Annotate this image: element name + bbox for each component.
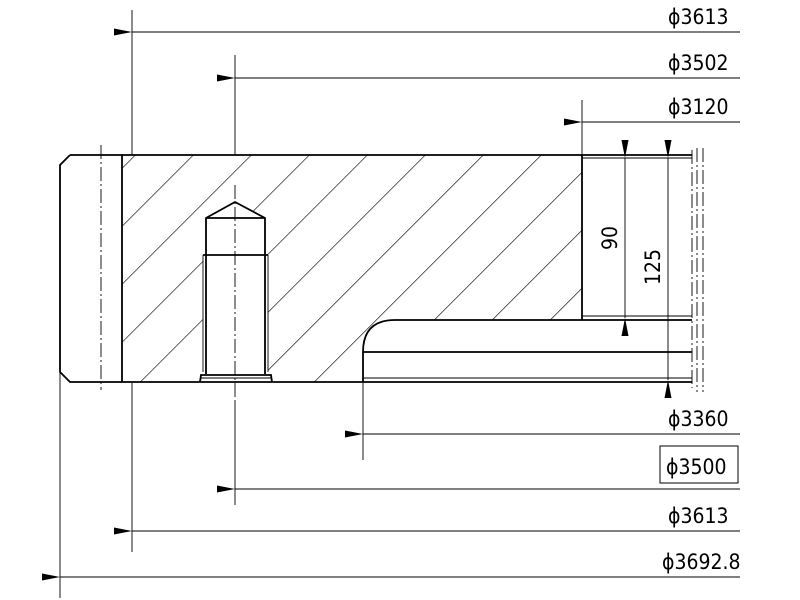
dim-height-125: 125: [641, 249, 665, 285]
hatch-area: [122, 155, 582, 382]
dim-3500-boxed: ϕ3500: [666, 455, 727, 479]
center-lines: [100, 145, 704, 400]
dim-3692-8: ϕ3692.8: [662, 550, 741, 574]
extension-lines: [59, 10, 583, 598]
dim-3120: ϕ3120: [668, 95, 729, 119]
dimension-lines: [42, 28, 740, 581]
dim-height-90: 90: [598, 226, 622, 250]
dim-3502: ϕ3502: [668, 51, 729, 75]
pin: [199, 200, 273, 383]
dim-3360: ϕ3360: [668, 407, 729, 431]
ring-profile: [59, 154, 692, 383]
dim-od-3613-top: ϕ3613: [668, 5, 729, 29]
dim-od-3613-bottom: ϕ3613: [668, 504, 729, 528]
basic-dim-box: [659, 445, 739, 484]
